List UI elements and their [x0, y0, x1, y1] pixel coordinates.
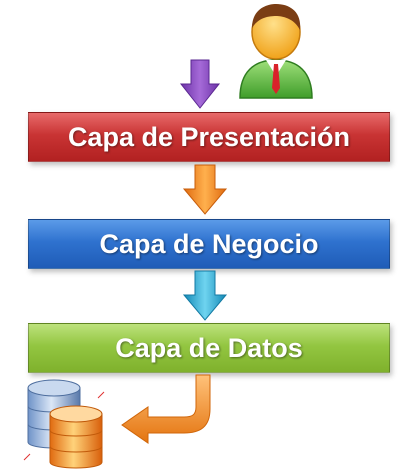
data-layer: Capa de Datos	[28, 323, 390, 373]
data-layer-label: Capa de Datos	[115, 332, 303, 363]
presentation-layer-label: Capa de Presentación	[67, 121, 351, 152]
database-icon	[23, 379, 105, 469]
presentation-layer: Capa de Presentación	[28, 112, 390, 162]
arrow-business-to-data	[182, 270, 228, 321]
business-layer-label: Capa de Negocio	[99, 228, 319, 259]
arrow-user-to-presentation	[179, 59, 221, 109]
business-layer: Capa de Negocio	[28, 219, 390, 269]
user-icon	[239, 4, 313, 99]
arrow-data-to-database	[121, 374, 211, 444]
arrow-presentation-to-business	[182, 164, 228, 215]
